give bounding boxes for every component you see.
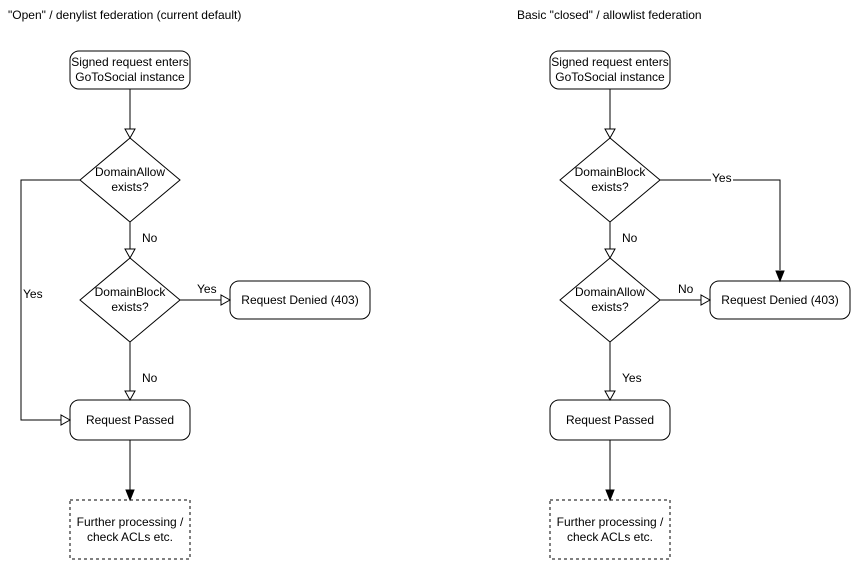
left-decision1-line1: DomainAllow: [94, 165, 166, 179]
left-edge-decision1-yes: [20, 179, 80, 421]
left-decision1-yes-label: Yes: [22, 287, 44, 301]
left-start-line1: Signed request enters: [71, 55, 189, 69]
left-arrowhead-open-denied: [220, 294, 232, 306]
left-further-line2: check ACLs etc.: [86, 529, 174, 544]
left-arrowhead-open-passed-side: [60, 414, 72, 426]
right-decision2-line2: exists?: [591, 300, 629, 314]
left-decision2-no-label: No: [141, 371, 159, 385]
right-arrowhead-filled-denied: [775, 270, 785, 283]
right-arrowhead-open-decision2: [604, 248, 616, 260]
right-decision2-yes-label: Yes: [621, 371, 643, 385]
right-further-line2: check ACLs etc.: [566, 529, 654, 544]
right-passed-label: Request Passed: [550, 400, 670, 440]
right-arrowhead-open-denied: [700, 294, 712, 306]
right-decision2-line1: DomainAllow: [574, 285, 646, 299]
right-decision1-line1: DomainBlock: [574, 165, 646, 179]
left-passed-label: Request Passed: [70, 400, 190, 440]
left-decision2-label: DomainBlock exists?: [80, 280, 180, 320]
right-further-box: [549, 499, 671, 560]
left-decision2-line1: DomainBlock: [94, 285, 166, 299]
right-start-line2: GoToSocial instance: [555, 70, 665, 84]
right-arrowhead-filled-further: [605, 489, 615, 502]
left-decision1-label: DomainAllow exists?: [80, 160, 180, 200]
right-decision1-label: DomainBlock exists?: [560, 160, 660, 200]
right-decision1-no-label: No: [621, 231, 639, 245]
left-decision1-line2: exists?: [111, 180, 149, 194]
right-further-label: Further processing / check ACLs etc.: [550, 500, 670, 559]
right-denied-label: Request Denied (403): [710, 281, 850, 319]
right-chart-title: Basic "closed" / allowlist federation: [517, 8, 702, 22]
right-start-node-label: Signed request enters GoToSocial instanc…: [550, 51, 670, 89]
right-passed-text: Request Passed: [565, 412, 655, 427]
left-denied-text: Request Denied (403): [241, 292, 359, 307]
left-further-line1: Further processing /: [76, 514, 184, 529]
left-arrowhead-open-decision2: [124, 248, 136, 260]
right-decision1-yes-label: Yes: [711, 171, 733, 185]
left-chart-title: "Open" / denylist federation (current de…: [8, 8, 242, 22]
right-decision1-line2: exists?: [591, 180, 629, 194]
left-start-node-label: Signed request enters GoToSocial instanc…: [70, 51, 190, 89]
left-start-line2: GoToSocial instance: [75, 70, 185, 84]
left-decision1-no-label: No: [141, 231, 159, 245]
right-decision2-no-label: No: [677, 282, 695, 296]
right-denied-text: Request Denied (403): [721, 292, 839, 307]
left-further-label: Further processing / check ACLs etc.: [70, 500, 190, 559]
left-arrowhead-open-decision1: [124, 128, 136, 140]
left-arrowhead-open-passed: [124, 390, 136, 402]
right-edge-decision1-yes: [660, 179, 781, 270]
left-arrowhead-filled-further: [125, 489, 135, 502]
left-decision2-yes-label: Yes: [196, 282, 218, 296]
right-further-line1: Further processing /: [556, 514, 664, 529]
right-arrowhead-open-passed: [604, 390, 616, 402]
right-start-line1: Signed request enters: [551, 55, 669, 69]
left-decision2-line2: exists?: [111, 300, 149, 314]
left-passed-text: Request Passed: [85, 412, 175, 427]
right-arrowhead-open-decision1: [604, 128, 616, 140]
left-denied-label: Request Denied (403): [230, 281, 370, 319]
right-decision2-label: DomainAllow exists?: [560, 280, 660, 320]
